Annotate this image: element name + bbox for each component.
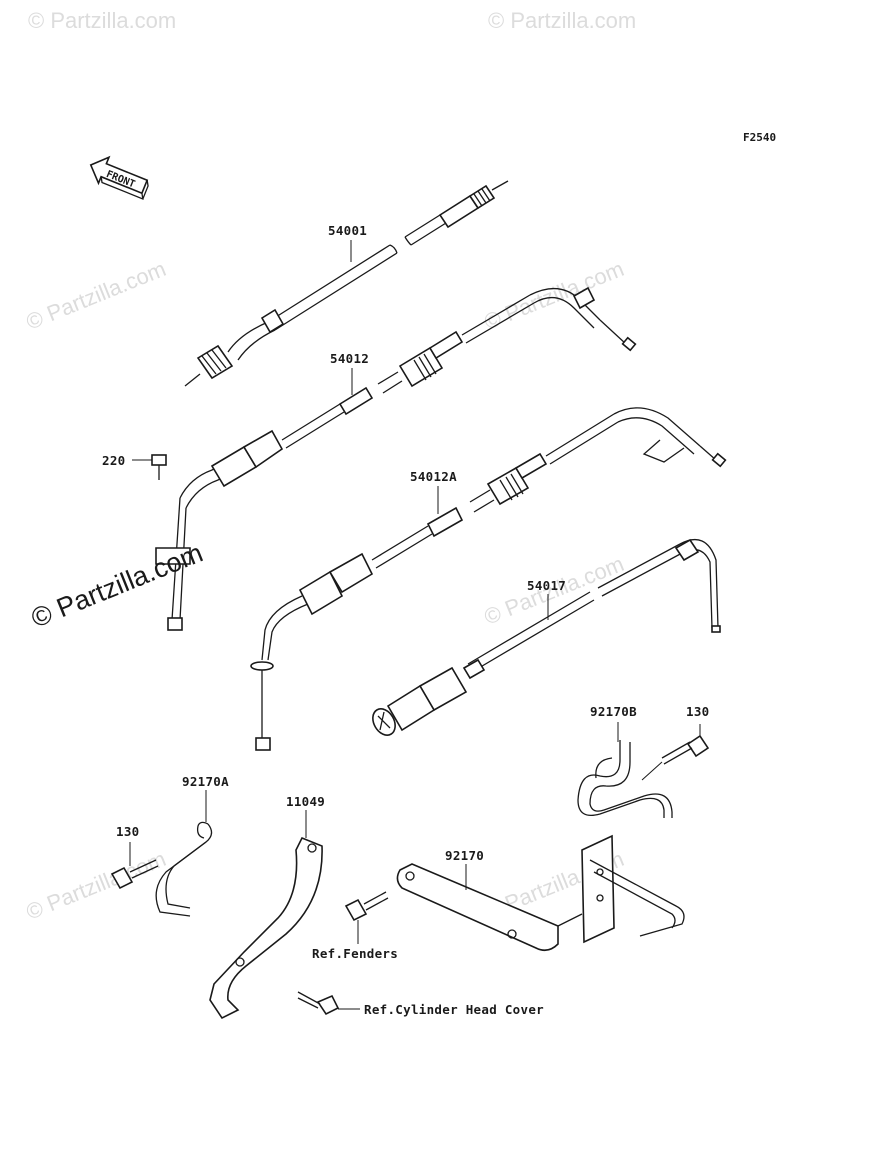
screw-220 [151,454,167,480]
part-54012: 54012 [330,351,369,366]
watermark: © Partzilla.com [481,256,628,335]
part-92170B: 92170B [590,704,637,719]
clamp-92170B [577,740,673,818]
watermark: © Partzilla.com [23,846,170,925]
diagram-code: F2540 [743,131,776,144]
cable-54012A [250,407,727,751]
cable-54017 [372,538,721,736]
ref-cylinder-head-cover: Ref.Cylinder Head Cover [364,1002,544,1017]
part-92170: 92170 [445,848,484,863]
part-220: 220 [102,453,125,468]
part-11049: 11049 [286,794,325,809]
watermark: © Partzilla.com [28,8,176,33]
bolt-130-left [110,859,159,890]
clamp-92170 [396,834,685,952]
clamp-92170A [155,821,213,917]
watermark: © Partzilla.com [23,256,170,335]
bolt-fenders [344,891,389,922]
front-arrow-icon: FRONT [89,155,149,200]
part-130-left: 130 [116,824,139,839]
watermark: © Partzilla.com [488,8,636,33]
bolt-130-right [661,734,710,765]
cable-54012 [155,286,637,631]
bolt-cylinder-head-cover [297,991,340,1016]
part-54012A: 54012A [410,469,457,484]
part-54001: 54001 [328,223,367,238]
part-92170A: 92170A [182,774,229,789]
ref-fenders: Ref.Fenders [312,946,398,961]
bracket-11049 [209,836,323,1020]
part-54017: 54017 [527,578,566,593]
cable-54001 [184,180,509,387]
part-130-right: 130 [686,704,709,719]
